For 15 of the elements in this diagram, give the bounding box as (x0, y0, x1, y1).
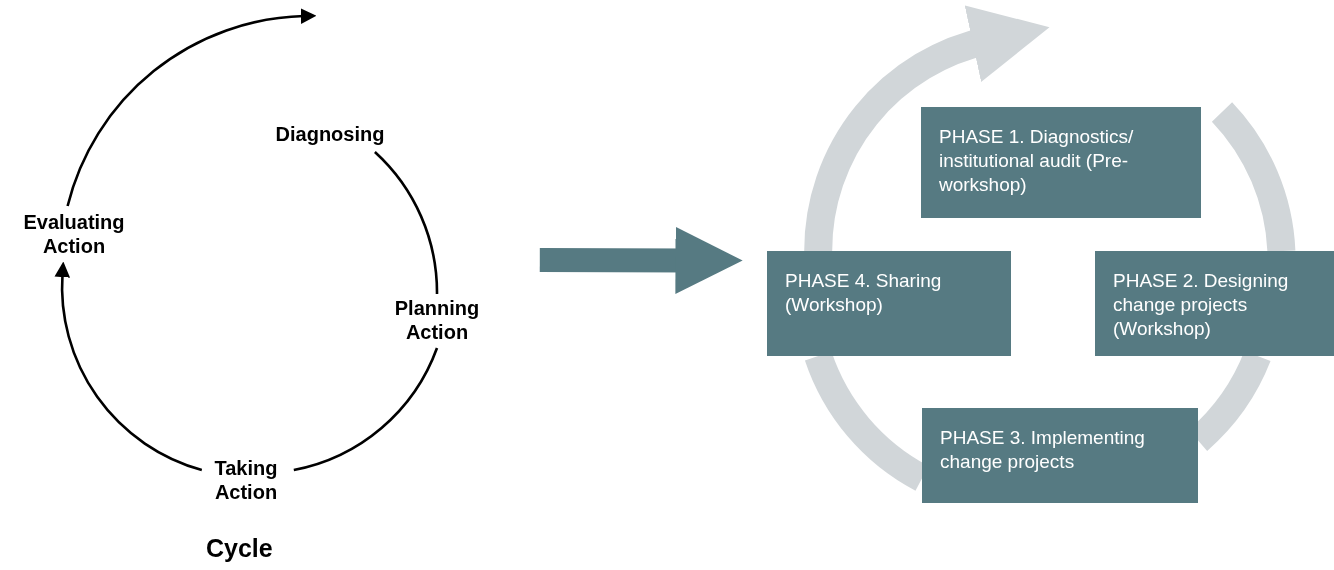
step-label: Diagnosing (262, 122, 398, 150)
curved-line (293, 347, 439, 472)
phase-box: PHASE 1. Diagnostics/ institutional audit (Pre-workshop) (921, 107, 1201, 218)
diagram-caption: Cycle (206, 534, 273, 563)
curved-line (373, 151, 439, 295)
block-arrow (804, 6, 1049, 252)
phase-box: PHASE 3. Implementing change projects (922, 408, 1198, 503)
step-label: Planning Action (384, 296, 490, 346)
step-label: Evaluating Action (10, 210, 138, 260)
curved-arrow (54, 261, 203, 472)
phase-box: PHASE 4. Sharing (Workshop) (767, 251, 1011, 356)
phase-box: PHASE 2. Designing change projects (Workshop) (1095, 251, 1334, 356)
step-label: Taking Action (200, 456, 292, 506)
block-arrow (539, 226, 743, 294)
curved-arrow (66, 8, 317, 207)
